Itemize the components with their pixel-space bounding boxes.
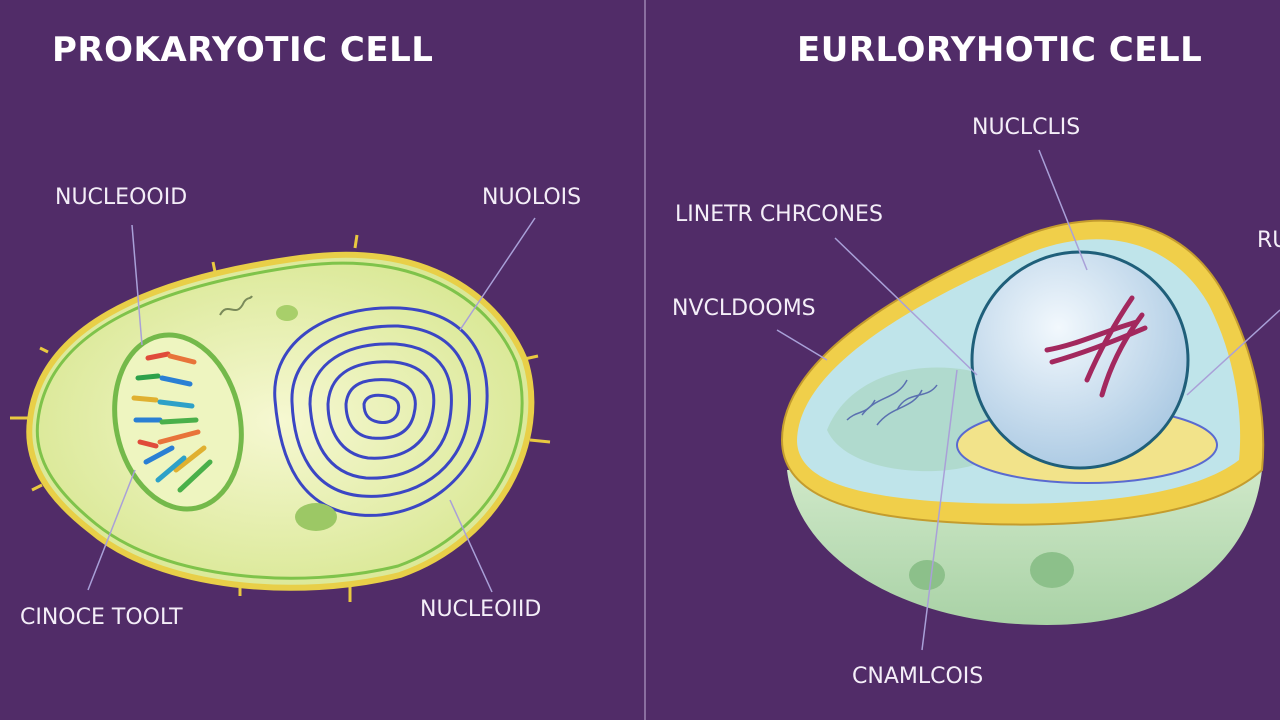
nucleoid-coil: [273, 306, 489, 517]
label-bottom-left: CINOCE TOOLT: [20, 605, 183, 630]
eukaryotic-panel: EURLORYHOTIC CELL NUCLCLIS LINETR CHRCON…: [647, 0, 1280, 720]
organelle: [909, 560, 945, 590]
nucleus: [970, 250, 1190, 470]
label-nucleus: NUCLCLIS: [972, 115, 1081, 140]
label-linear-chromosomes: LINETR CHRCONES: [675, 202, 883, 227]
eukaryotic-title: EURLORYHOTIC CELL: [797, 30, 1203, 70]
ribosome: [295, 503, 337, 531]
leader-lines: [87, 217, 536, 593]
ribosome: [276, 305, 298, 321]
leader-lines: [776, 149, 1280, 651]
chromosomes: [1044, 295, 1148, 398]
prokaryotic-title: PROKARYOTIC CELL: [52, 30, 434, 70]
label-nucleoid-bottom: NUCLEOIID: [420, 597, 542, 622]
filaments: [846, 379, 938, 426]
eukaryotic-cell-illustration: [776, 149, 1280, 651]
label-nucldooms: NVCLDOOMS: [672, 296, 816, 321]
label-nuolois: NUOLOIS: [482, 185, 582, 210]
genes: [131, 351, 213, 493]
panel-divider: [644, 0, 646, 720]
cell-membrane: [26, 251, 535, 591]
label-bottom: CNAMLCOIS: [852, 664, 984, 689]
label-nucleoid-top: NUCLEOOID: [55, 185, 188, 210]
label-edge: RU: [1257, 228, 1280, 253]
prokaryotic-cell-illustration: [10, 217, 551, 602]
prokaryotic-panel: PROKARYOTIC CELL NUCLEOOID NUOLOIS CINOC…: [10, 30, 582, 630]
organelle: [1030, 552, 1074, 588]
